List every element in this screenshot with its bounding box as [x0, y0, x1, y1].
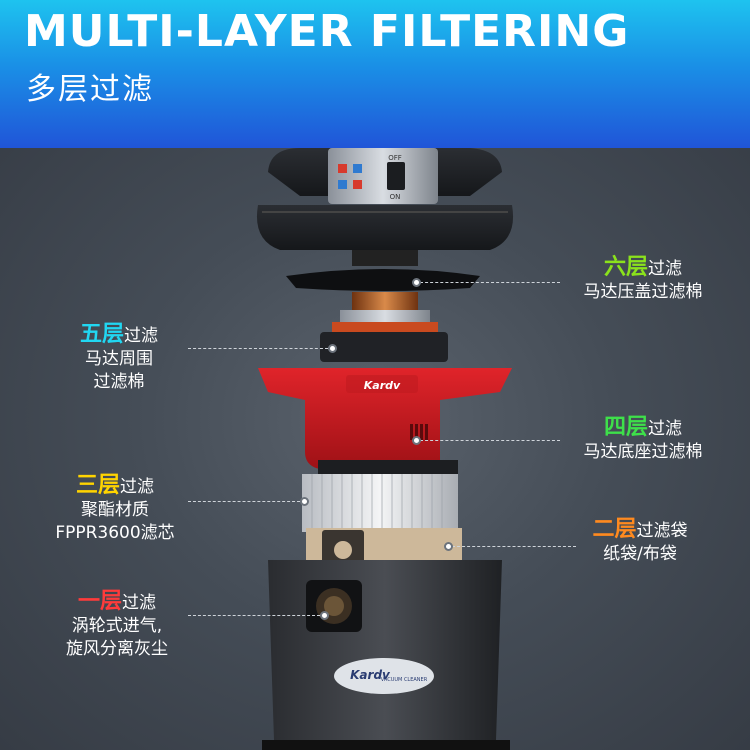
layer3-leader — [188, 501, 300, 502]
page-subtitle: 多层过滤 — [26, 72, 154, 107]
svg-text:VACUUM CLEANER: VACUUM CLEANER — [381, 677, 428, 683]
layer3-desc-1: 聚酯材质 — [81, 500, 149, 520]
layer3-dot — [300, 497, 309, 506]
layer1-suffix: 过滤 — [122, 593, 156, 613]
layer3-level: 三层 — [75, 473, 120, 498]
layer2-label: 二层过滤袋 纸袋/布袋 — [580, 518, 700, 566]
layer5-desc-1: 马达周围 — [85, 349, 153, 369]
svg-text:Kardv: Kardv — [350, 668, 391, 682]
motor-commutator — [352, 292, 418, 310]
layer2-leader — [452, 546, 576, 547]
power-switch — [387, 162, 405, 190]
layer5-desc-2: 过滤棉 — [93, 372, 145, 392]
pleated-filter — [302, 474, 458, 532]
bin-badge — [334, 658, 434, 694]
layer5-dot — [328, 344, 337, 353]
motor-shaft — [352, 250, 418, 266]
control-panel — [328, 148, 438, 204]
product-stage: OFF ON Kardv — [0, 148, 750, 750]
layer1-label: 一层过滤 涡轮式进气, 旋风分离灰尘 — [50, 590, 184, 661]
layer5-label: 五层过滤 马达周围 过滤棉 — [64, 323, 174, 394]
housing-logo: Kardv — [364, 379, 401, 392]
layer3-suffix: 过滤 — [120, 477, 154, 497]
bin-foot — [262, 740, 510, 750]
layer5-suffix: 过滤 — [124, 326, 158, 346]
layer6-leader — [420, 282, 560, 283]
svg-text:OFF: OFF — [388, 154, 402, 162]
layer4-desc: 马达底座过滤棉 — [583, 442, 703, 462]
layer2-suffix: 过滤袋 — [636, 521, 688, 541]
housing-vents — [410, 424, 428, 440]
layer6-label: 六层过滤 马达压盖过滤棉 — [563, 256, 723, 304]
layer4-level: 四层 — [603, 415, 648, 440]
panel-icons — [338, 164, 362, 189]
svg-text:ON: ON — [390, 193, 401, 201]
layer4-suffix: 过滤 — [648, 419, 682, 439]
layer2-dot — [444, 542, 453, 551]
layer6-dot — [412, 278, 421, 287]
layer3-desc-2: FPPR3600滤芯 — [55, 523, 175, 543]
layer1-dot — [320, 611, 329, 620]
layer6-suffix: 过滤 — [648, 259, 682, 279]
layer4-label: 四层过滤 马达底座过滤棉 — [563, 416, 723, 464]
dust-bin — [268, 560, 502, 746]
motor-foam-ring — [320, 332, 448, 362]
page-title: MULTI-LAYER FILTERING — [24, 6, 630, 57]
layer4-leader — [420, 440, 560, 441]
layer3-label: 三层过滤 聚酯材质 FPPR3600滤芯 — [40, 474, 190, 545]
layer1-level: 一层 — [77, 589, 122, 614]
motor-cover-filter-pad — [286, 269, 480, 291]
vacuum-illustration: OFF ON Kardv — [256, 148, 514, 750]
layer1-desc-1: 涡轮式进气, — [71, 616, 163, 636]
layer1-desc-2: 旋风分离灰尘 — [66, 639, 168, 659]
motor-head-base — [256, 205, 514, 250]
layer2-desc: 纸袋/布袋 — [603, 544, 677, 564]
layer6-desc: 马达压盖过滤棉 — [583, 282, 703, 302]
layer2-level: 二层 — [592, 517, 637, 542]
layer1-leader — [188, 615, 320, 616]
layer6-level: 六层 — [603, 255, 648, 280]
layer5-level: 五层 — [79, 322, 124, 347]
layer4-dot — [412, 436, 421, 445]
motor-base-housing — [258, 368, 512, 470]
layer5-leader — [188, 348, 328, 349]
header-banner: MULTI-LAYER FILTERING 多层过滤 — [0, 0, 750, 148]
